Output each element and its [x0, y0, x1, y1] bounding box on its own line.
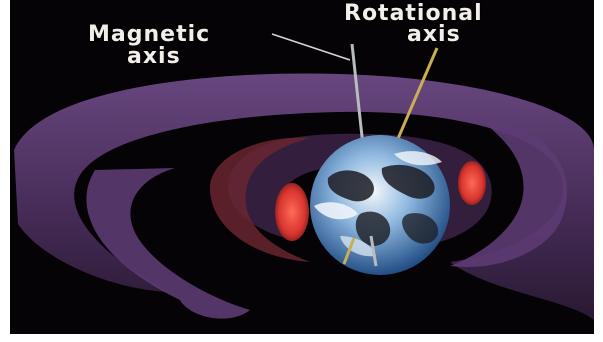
- magnetic-axis-pointer: [272, 34, 350, 60]
- earth-globe: [310, 135, 450, 275]
- rotational-axis-label-line2: axis: [407, 23, 461, 47]
- magnetic-axis-label-line2: axis: [127, 45, 181, 69]
- magnetosphere-illustration: [10, 0, 594, 334]
- magnetosphere-diagram: Magnetic axis Rotational axis: [10, 0, 594, 334]
- inner-belt-left-lobe: [275, 183, 309, 241]
- inner-belt-right-lobe: [458, 161, 486, 205]
